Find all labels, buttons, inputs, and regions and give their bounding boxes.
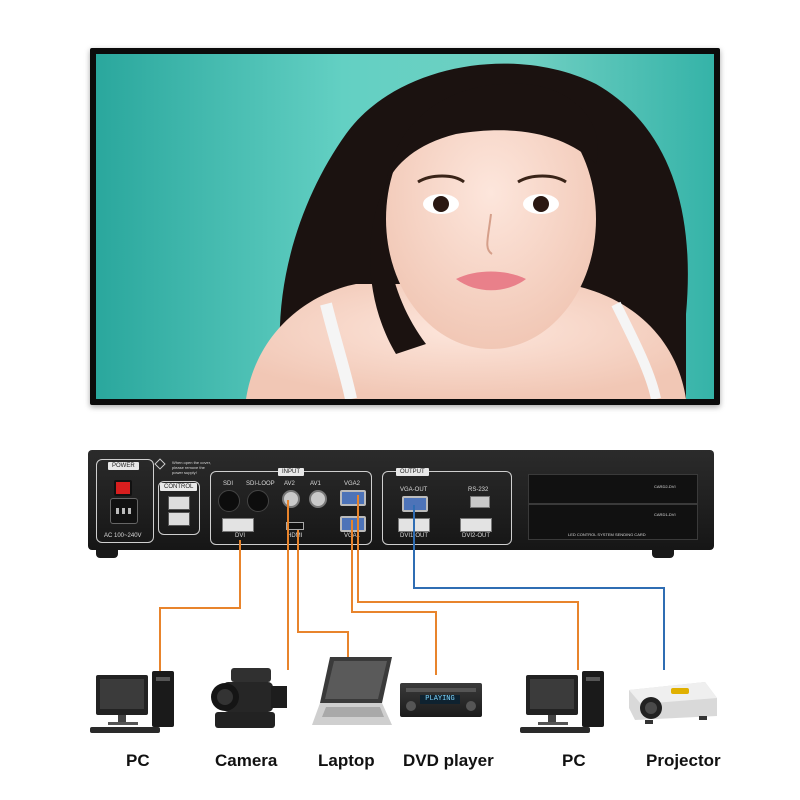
card1-slot [528, 504, 698, 540]
output-label: OUTPUT [396, 468, 429, 476]
av2-label: AV2 [284, 481, 295, 487]
av1-label: AV1 [310, 481, 321, 487]
caption-pc-2: PC [562, 751, 586, 770]
dvi2-out-label: DVI2-OUT [462, 533, 491, 539]
caption-projector: Projector [646, 751, 721, 770]
knob-icon [466, 701, 476, 711]
cable-pc-to-dvi [159, 540, 241, 675]
warning-text: When open the cover, please remove the p… [172, 460, 211, 475]
vga2-port[interactable] [340, 490, 366, 506]
projector-icon [629, 682, 717, 724]
ethernet-port-2[interactable] [168, 512, 190, 526]
input-cables [159, 495, 579, 675]
ac-voltage-label: AC 100~240V [104, 533, 142, 539]
pc-computer-icon [520, 671, 604, 733]
sending-card-label: LED CONTROL SYSTEM SENDING CARD [568, 532, 646, 537]
sdi-label: SDI [223, 481, 234, 487]
caption-pc: PC [126, 751, 150, 770]
dvd-display: PLAYING [420, 695, 460, 704]
cable-vga-out-to-projector [413, 505, 665, 670]
dvd-player-icon: PLAYING [400, 683, 482, 717]
led-display-panel [90, 48, 720, 405]
control-label: CONTROL [160, 483, 198, 491]
video-processor-rear-panel: POWER AC 100~240V When open the cover, p… [88, 450, 714, 558]
camera-icon [211, 668, 287, 728]
power-label: POWER [108, 462, 139, 470]
laptop-icon [312, 657, 392, 725]
rs232-label: RS-232 [468, 487, 489, 493]
knob-icon [406, 701, 416, 711]
device-foot [652, 550, 674, 558]
power-section [96, 459, 154, 543]
sdi-loop-port[interactable] [247, 490, 269, 512]
input-label: INPUT [278, 468, 304, 476]
av1-port[interactable] [309, 490, 327, 508]
caption-dvd-player: DVD player [403, 751, 494, 770]
sdi-port[interactable] [218, 490, 240, 512]
control-section [158, 481, 200, 535]
device-foot [96, 550, 118, 558]
vga2-label: VGA2 [344, 481, 361, 487]
caption-camera: Camera [215, 751, 278, 770]
dvi2-out-port[interactable] [460, 518, 492, 532]
vga-out-label: VGA-OUT [400, 487, 428, 493]
caption-laptop: Laptop [318, 751, 375, 770]
output-section [382, 471, 512, 545]
card2-slot [528, 474, 698, 504]
dvi-input-port[interactable] [222, 518, 254, 532]
card1-label: CARD1-DVI [654, 512, 676, 517]
ac-socket [110, 498, 138, 524]
dvi-label: DVI [235, 533, 246, 539]
cable-laptop-to-hdmi [297, 530, 349, 660]
card2-label: CARD2-DVI [654, 484, 676, 489]
ethernet-port-1[interactable] [168, 496, 190, 510]
hdmi-label: HDMI [287, 533, 303, 539]
hdmi-port[interactable] [286, 522, 304, 530]
pc-computer-icon [90, 671, 174, 733]
cable-dvd-to-vga1 [351, 520, 437, 675]
portrait-photo [96, 54, 714, 399]
power-switch[interactable] [114, 480, 132, 496]
display-image [96, 54, 714, 399]
cable-pc-to-vga2 [357, 495, 579, 670]
sdi-loop-label: SDI-LOOP [246, 481, 275, 487]
av2-port[interactable] [282, 490, 300, 508]
rs232-port[interactable] [470, 496, 490, 508]
